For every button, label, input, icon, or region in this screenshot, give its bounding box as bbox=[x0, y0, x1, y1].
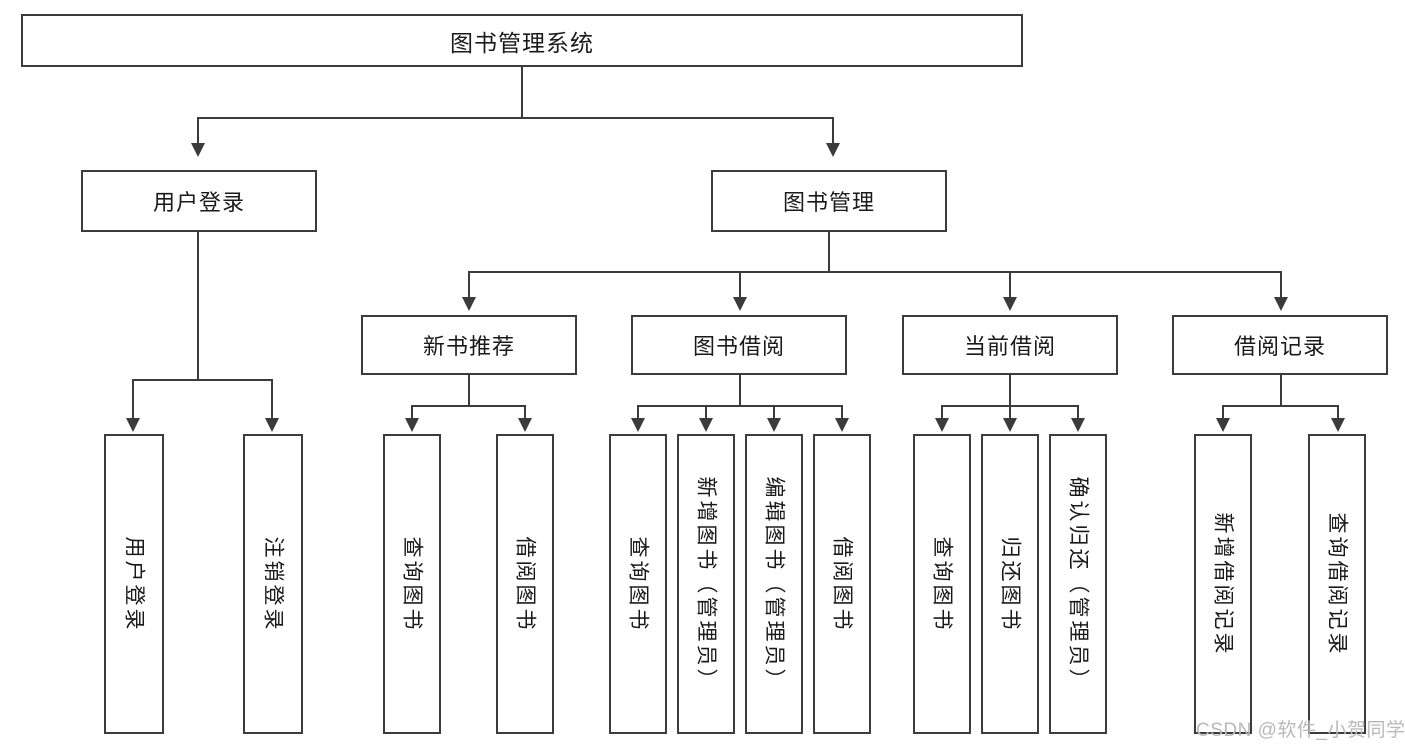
arrow-to-book-borrow bbox=[733, 297, 747, 311]
leaf-borrow-edit-book-admin[interactable]: 编辑图书（管理员） bbox=[745, 434, 803, 734]
arrow-to-current-borrow-leaf-1 bbox=[1003, 418, 1017, 432]
connector-level2-drop-3 bbox=[1280, 271, 1282, 299]
arrow-to-borrow-record-leaf-1 bbox=[1331, 418, 1345, 432]
node-label: 借阅记录 bbox=[1233, 334, 1326, 359]
arrow-to-current-borrow-leaf-0 bbox=[935, 418, 949, 432]
leaf-record-add-record[interactable]: 新增借阅记录 bbox=[1194, 434, 1252, 734]
leaf-label: 查询借阅记录 bbox=[1325, 512, 1349, 656]
node-label: 图书管理 bbox=[782, 190, 875, 215]
connector-level1-drop-0 bbox=[197, 117, 199, 145]
node-user-login[interactable]: 用户登录 bbox=[81, 170, 317, 232]
leaf-label: 编辑图书（管理员） bbox=[762, 476, 786, 692]
arrow-to-user-login-leaf bbox=[126, 418, 140, 432]
connector-user-login-bus bbox=[132, 379, 272, 381]
leaf-label: 查询图书 bbox=[626, 536, 650, 632]
connector-current-borrow-drop-1 bbox=[1009, 405, 1011, 420]
leaf-current-query-book[interactable]: 查询图书 bbox=[913, 434, 971, 734]
leaf-new-book-query-book[interactable]: 查询图书 bbox=[383, 434, 441, 734]
leaf-logout[interactable]: 注销登录 bbox=[243, 434, 303, 734]
arrow-to-book-borrow-leaf-2 bbox=[767, 418, 781, 432]
connector-borrow-record-stem bbox=[1280, 375, 1282, 406]
leaf-label: 查询图书 bbox=[930, 536, 954, 632]
arrow-to-current-borrow-leaf-2 bbox=[1071, 418, 1085, 432]
connector-book-borrow-stem bbox=[739, 375, 741, 406]
node-label: 图书管理系统 bbox=[450, 29, 594, 56]
connector-new-book-stem bbox=[468, 375, 470, 406]
connector-current-borrow-drop-2 bbox=[1077, 405, 1079, 420]
connector-user-login-stem bbox=[197, 232, 199, 380]
arrow-to-book-borrow-leaf-1 bbox=[699, 418, 713, 432]
connector-book-borrow-drop-0 bbox=[637, 405, 639, 420]
connector-level1-drop-1 bbox=[832, 117, 834, 145]
arrow-to-new-book-recommend bbox=[462, 297, 476, 311]
arrow-to-borrow-record bbox=[1274, 297, 1288, 311]
connector-current-borrow-drop-0 bbox=[941, 405, 943, 420]
leaf-current-return-book[interactable]: 归还图书 bbox=[981, 434, 1039, 734]
leaf-label: 借阅图书 bbox=[513, 536, 537, 632]
connector-book-borrow-drop-2 bbox=[773, 405, 775, 420]
connector-new-book-bus bbox=[411, 405, 526, 407]
node-label: 当前借阅 bbox=[963, 334, 1056, 359]
leaf-label: 用户登录 bbox=[122, 536, 146, 632]
connector-current-borrow-stem bbox=[1009, 375, 1011, 406]
arrow-to-current-borrow bbox=[1003, 297, 1017, 311]
leaf-label: 借阅图书 bbox=[830, 536, 854, 632]
connector-book-borrow-drop-3 bbox=[841, 405, 843, 420]
arrow-to-book-borrow-leaf-3 bbox=[835, 418, 849, 432]
node-book-management[interactable]: 图书管理 bbox=[711, 170, 947, 232]
leaf-label: 归还图书 bbox=[998, 536, 1022, 632]
arrow-to-new-book-leaf-1 bbox=[518, 418, 532, 432]
node-current-borrow[interactable]: 当前借阅 bbox=[902, 315, 1118, 375]
connector-book-management-stem bbox=[828, 232, 830, 272]
connector-borrow-record-bus bbox=[1222, 405, 1339, 407]
arrow-to-new-book-leaf-0 bbox=[405, 418, 419, 432]
connector-new-book-drop-0 bbox=[411, 405, 413, 420]
watermark-csdn: CSDN @软件_小贺同学 bbox=[1196, 720, 1405, 741]
leaf-label: 确认归还（管理员） bbox=[1066, 476, 1090, 692]
leaf-label: 新增图书（管理员） bbox=[694, 476, 718, 692]
connector-borrow-record-drop-0 bbox=[1222, 405, 1224, 420]
leaf-label: 查询图书 bbox=[400, 536, 424, 632]
connector-level2-drop-0 bbox=[468, 271, 470, 299]
connector-root-stem bbox=[521, 67, 523, 118]
connector-level2-drop-2 bbox=[1009, 271, 1011, 299]
leaf-user-login[interactable]: 用户登录 bbox=[104, 434, 164, 734]
arrow-to-book-management bbox=[826, 143, 840, 157]
leaf-borrow-query-book[interactable]: 查询图书 bbox=[609, 434, 667, 734]
node-label: 新书推荐 bbox=[422, 334, 515, 359]
connector-level1-bus bbox=[197, 117, 834, 119]
arrow-to-user-login bbox=[191, 143, 205, 157]
connector-user-login-drop-1 bbox=[271, 379, 273, 420]
arrow-to-logout-leaf bbox=[265, 418, 279, 432]
connector-borrow-record-drop-1 bbox=[1337, 405, 1339, 420]
node-borrow-record[interactable]: 借阅记录 bbox=[1172, 315, 1388, 375]
node-book-borrow[interactable]: 图书借阅 bbox=[631, 315, 847, 375]
arrow-to-borrow-record-leaf-0 bbox=[1216, 418, 1230, 432]
connector-book-borrow-bus bbox=[637, 405, 843, 407]
node-label: 图书借阅 bbox=[692, 334, 785, 359]
leaf-borrow-borrow-book[interactable]: 借阅图书 bbox=[813, 434, 871, 734]
node-root-book-management-system[interactable]: 图书管理系统 bbox=[21, 14, 1023, 67]
connector-user-login-drop-0 bbox=[132, 379, 134, 420]
connector-book-borrow-drop-1 bbox=[705, 405, 707, 420]
connector-level2-drop-1 bbox=[739, 271, 741, 299]
node-new-book-recommend[interactable]: 新书推荐 bbox=[361, 315, 577, 375]
arrow-to-book-borrow-leaf-0 bbox=[631, 418, 645, 432]
leaf-label: 新增借阅记录 bbox=[1211, 512, 1235, 656]
leaf-record-query-record[interactable]: 查询借阅记录 bbox=[1308, 434, 1366, 734]
connector-level2-bus bbox=[468, 271, 1280, 273]
leaf-current-confirm-return-admin[interactable]: 确认归还（管理员） bbox=[1049, 434, 1107, 734]
leaf-new-book-borrow-book[interactable]: 借阅图书 bbox=[496, 434, 554, 734]
node-label: 用户登录 bbox=[152, 190, 245, 215]
leaf-borrow-add-book-admin[interactable]: 新增图书（管理员） bbox=[677, 434, 735, 734]
connector-new-book-drop-1 bbox=[524, 405, 526, 420]
leaf-label: 注销登录 bbox=[261, 536, 285, 632]
